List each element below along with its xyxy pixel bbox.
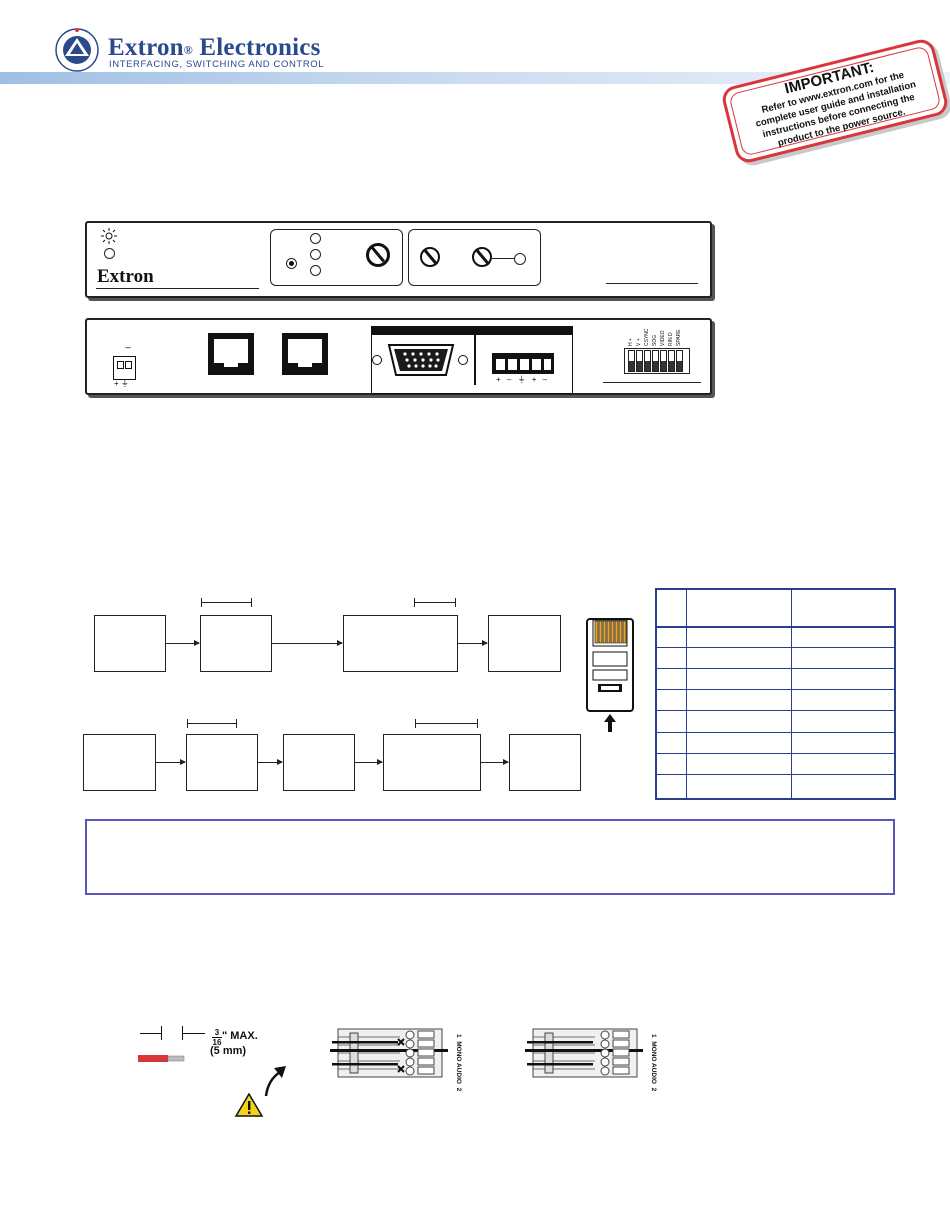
- curved-arrow-icon: [264, 1066, 286, 1097]
- diagram-arrow: [457, 640, 488, 646]
- dip-label-2: V +: [636, 338, 642, 346]
- cable-length-dim-1b: [414, 598, 456, 607]
- important-stamp: IMPORTANT: Refer to www.extron.com for t…: [719, 36, 950, 166]
- dip-switch-6[interactable]: [668, 350, 675, 372]
- dip-switch-7[interactable]: [676, 350, 683, 372]
- diagram-arrow: [165, 640, 200, 646]
- vga-screw-right: [458, 355, 468, 365]
- diagram-box-receiver-2: [383, 734, 481, 791]
- diagram-box-receiver-1: [343, 615, 458, 672]
- group-gap: [288, 283, 393, 285]
- input-control-group: [270, 229, 403, 286]
- dip-label-3: CSYNC: [644, 328, 650, 346]
- power-polarity: + ⏚: [114, 379, 129, 388]
- panel-brand-rule: [96, 288, 259, 290]
- audio-terminal-block[interactable]: [492, 353, 554, 374]
- power-symbol: ---: [125, 343, 131, 352]
- rj45-plug-drawing: [586, 618, 634, 712]
- header-gradient-bar: [0, 72, 950, 84]
- skew-connector-line: [492, 258, 514, 260]
- diagram-box-source-2: [83, 734, 156, 791]
- strip-metric-label: (5 mm): [210, 1045, 247, 1057]
- rj45-port-2[interactable]: [282, 333, 328, 375]
- output-divider: [474, 334, 476, 385]
- panel-brand: Extron: [97, 266, 154, 287]
- dip-label-5: VIDEO: [660, 330, 666, 346]
- audio-connector-drawing-left: [330, 1028, 448, 1078]
- skew-adjust-knob[interactable]: [472, 247, 492, 267]
- vga-port[interactable]: [386, 342, 456, 378]
- dip-switch-5[interactable]: [660, 350, 667, 372]
- note-box: [85, 819, 895, 895]
- diagram-box-display-1: [488, 615, 561, 672]
- diagram-arrow: [354, 759, 383, 765]
- cable-length-dim-2b: [415, 719, 478, 728]
- dip-switch-1[interactable]: [628, 350, 635, 372]
- brand-name: Extron® Electronics: [108, 34, 321, 61]
- power-connector[interactable]: [113, 356, 136, 380]
- dip-label-6: RIN D: [668, 332, 674, 346]
- diagram-box-transmitter-2: [186, 734, 258, 791]
- diagram-box-repeater-2: [283, 734, 355, 791]
- strip-dim-tick: [182, 1026, 183, 1040]
- diagram-box-transmitter-1: [200, 615, 272, 672]
- status-led-3: [310, 265, 321, 276]
- dip-label-1: H +: [628, 338, 634, 346]
- audio-polarity: + – ⏚ + –: [496, 375, 550, 384]
- strip-fraction: 3 16: [212, 1028, 222, 1047]
- dip-label-7: SPARE: [676, 329, 682, 346]
- peaking-adjust-knob[interactable]: [420, 247, 440, 267]
- dip-label-4: SOG: [652, 334, 658, 346]
- rj45-port-1[interactable]: [208, 333, 254, 375]
- vga-screw-left: [372, 355, 382, 365]
- rear-model-rule: [603, 382, 701, 384]
- diagram-arrow: [155, 759, 186, 765]
- status-led-1: [310, 233, 321, 244]
- input-select-button[interactable]: [286, 258, 297, 269]
- dip-switch-2[interactable]: [636, 350, 643, 372]
- diagram-arrow: [271, 640, 343, 646]
- strip-dim-left: [140, 1033, 162, 1034]
- power-led: [104, 248, 115, 259]
- brand-tagline: INTERFACING, SWITCHING AND CONTROL: [109, 59, 325, 70]
- diagram-box-display-2: [509, 734, 581, 791]
- warning-icon: [234, 1092, 264, 1117]
- stripped-wire: [138, 1055, 185, 1062]
- diagram-box-source-1: [94, 615, 166, 672]
- diagram-arrow: [480, 759, 509, 765]
- mono-audio-label-right: 1 MONO AUDIO 2: [650, 1034, 657, 1092]
- pin-assignment-table: [655, 588, 896, 800]
- strip-max-label: " MAX.: [222, 1030, 258, 1042]
- status-led-2: [310, 249, 321, 260]
- extron-logo-icon: [55, 28, 99, 72]
- cable-length-dim-1a: [201, 598, 252, 607]
- diagram-arrow: [257, 759, 283, 765]
- dip-switch-bank: [624, 348, 690, 374]
- strip-dim-tick: [161, 1026, 162, 1040]
- mono-audio-label-left: 1 MONO AUDIO 2: [455, 1034, 462, 1092]
- strip-dim-right: [183, 1033, 205, 1034]
- up-arrow-icon: [604, 714, 616, 732]
- brightness-icon: [101, 228, 117, 244]
- level-adjust-knob[interactable]: [366, 243, 390, 267]
- skew-led: [514, 253, 526, 265]
- cable-length-dim-2a: [187, 719, 237, 728]
- audio-connector-drawing-right: [525, 1028, 643, 1078]
- model-label-rule: [606, 283, 698, 285]
- dip-switch-4[interactable]: [652, 350, 659, 372]
- dip-switch-3[interactable]: [644, 350, 651, 372]
